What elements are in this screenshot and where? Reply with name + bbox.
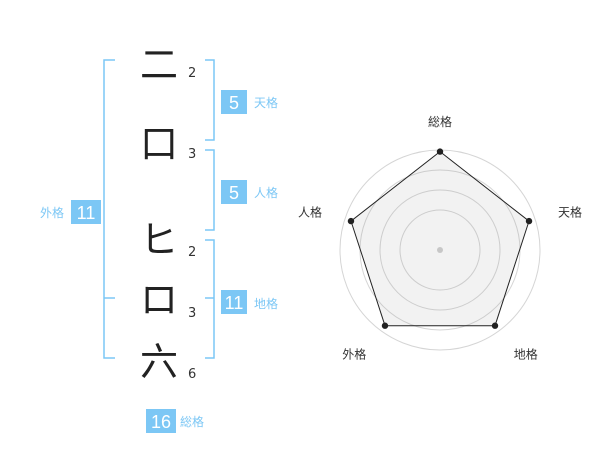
radar-points [347,148,533,329]
radar-point-2 [525,217,533,225]
stroke-counts: 2 3 2 3 6 [188,66,196,382]
soukaku-badge [146,409,176,433]
gaikaku-value: 11 [77,203,96,223]
stroke-count-5: 6 [188,367,196,382]
name-char-2: 口 [140,122,178,166]
radar-data-polygon [350,150,530,327]
radar-point-4 [381,322,389,329]
radar-center-dot [437,247,443,253]
gaikaku-label: 外格 [40,205,64,220]
jinkaku-label: 人格 [254,185,278,200]
name-char-5: 六 [140,340,178,384]
chikaku-bracket: 11 地格 [205,239,278,359]
gaikaku-bracket: 11 外格 [40,59,115,359]
stroke-count-1: 2 [188,66,196,81]
jinkaku-bracket: 5 人格 [205,149,278,231]
radar-point-1 [436,148,444,155]
chikaku-label: 地格 [254,296,278,311]
stroke-count-3: 2 [188,245,196,260]
tenkaku-value: 5 [229,93,239,113]
chikaku-badge [221,290,247,314]
jinkaku-value: 5 [229,183,239,203]
radar-ring-4 [399,209,481,291]
radar-axis-label-1: 総格 [428,114,452,129]
radar-point-3 [491,322,499,329]
radar-ring-3 [379,189,501,311]
radar-axis-label-3: 地格 [514,347,538,362]
soukaku-summary: 16 総格 [146,409,204,433]
soukaku-value: 16 [151,412,171,432]
name-char-1: 二 [140,43,178,87]
name-char-3: ヒ [140,218,178,262]
name-characters: 二 口 ヒ ロ 六 [140,43,178,384]
stroke-count-4: 3 [188,306,196,321]
stroke-count-2: 3 [188,147,196,162]
radar-axis-label-4: 外格 [342,347,366,362]
name-char-4: ロ [140,278,178,322]
tenkaku-badge [221,90,247,114]
radar-axis-label-2: 天格 [558,204,582,219]
gaikaku-badge [71,200,101,224]
radar-point-5 [347,217,355,225]
radar-axis-label-5: 人格 [298,204,322,219]
tenkaku-bracket: 5 天格 [205,59,278,141]
soukaku-label: 総格 [180,414,204,429]
jinkaku-badge [221,180,247,204]
chikaku-value: 11 [225,293,244,313]
tenkaku-label: 天格 [254,95,278,110]
